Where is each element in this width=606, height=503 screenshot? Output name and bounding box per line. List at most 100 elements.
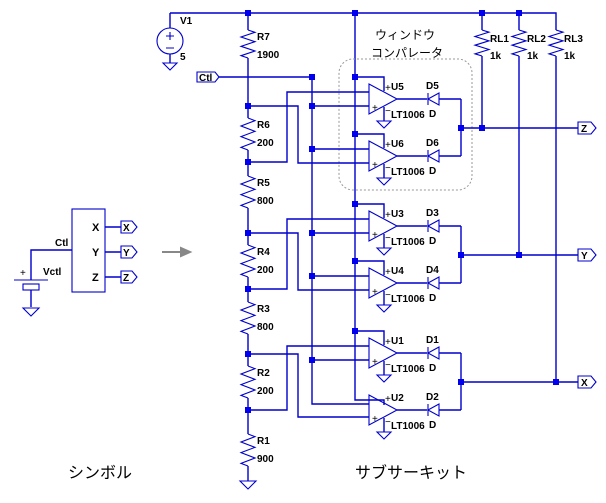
junction-dot — [553, 379, 559, 385]
svg-text:D4: D4 — [426, 265, 439, 276]
svg-text:LT1006: LT1006 — [391, 167, 425, 178]
diode-d3[interactable]: D3D — [397, 208, 461, 247]
output-port-x[interactable]: X — [577, 375, 597, 389]
symbol-port-z[interactable]: Z — [120, 270, 138, 284]
diode-d5[interactable]: D5D — [397, 81, 461, 120]
junction-dot — [458, 252, 464, 258]
voltage-source-v1[interactable] — [156, 13, 184, 71]
junction-dot — [245, 10, 251, 16]
junction-dot — [309, 103, 315, 109]
svg-text:−: − — [385, 233, 391, 244]
svg-text:+: + — [372, 287, 378, 298]
ground-icon — [161, 62, 179, 71]
diode-d6[interactable]: D6D — [397, 138, 461, 177]
ground-icon — [21, 307, 41, 317]
svg-text:+: + — [372, 160, 378, 171]
resistor-r5[interactable]: R5 800 — [239, 175, 274, 209]
junction-dot — [352, 131, 358, 137]
svg-text:X: X — [581, 378, 588, 389]
resistor-r6[interactable]: R6 200 — [239, 117, 274, 151]
svg-text:+: + — [385, 83, 391, 94]
svg-text:−: − — [385, 163, 391, 174]
v1-label: V1 — [180, 16, 193, 27]
junction-dot — [245, 159, 251, 165]
svg-text:LT1006: LT1006 — [391, 110, 425, 121]
svg-text:D6: D6 — [426, 138, 439, 149]
junction-dot — [309, 146, 315, 152]
svg-text:−: − — [385, 360, 391, 371]
svg-text:Ctl: Ctl — [199, 73, 213, 84]
junction-dot — [479, 125, 485, 131]
resistor-value: 200 — [257, 386, 274, 397]
symbol-pin-x: X — [92, 222, 100, 234]
svg-text:D5: D5 — [426, 81, 439, 92]
svg-text:U3: U3 — [391, 209, 404, 220]
svg-text:Y: Y — [581, 251, 588, 262]
svg-text:U5: U5 — [391, 82, 404, 93]
svg-text:D: D — [429, 166, 436, 177]
diode-d1[interactable]: D1D — [397, 335, 461, 374]
symbol-block[interactable] — [71, 208, 106, 293]
svg-text:+: + — [372, 357, 378, 368]
svg-text:+: + — [385, 394, 391, 405]
symbol-view: X Y Z X Y Z Ctl + Vctl シンボル — [14, 208, 138, 482]
junction-dot — [352, 328, 358, 334]
diode-d2[interactable]: D2D — [397, 392, 461, 431]
output-port-z[interactable]: Z — [577, 121, 597, 135]
symbol-caption: シンボル — [68, 463, 132, 482]
resistor-r2[interactable]: R2 200 — [239, 365, 274, 399]
resistor-name: R2 — [257, 368, 270, 379]
symbol-pin-z: Z — [92, 272, 99, 284]
junction-dot — [245, 103, 251, 109]
junction-dot — [309, 230, 315, 236]
ground-icon — [375, 431, 393, 440]
resistor-value: 800 — [257, 196, 274, 207]
junction-dot — [352, 74, 358, 80]
resistor-value: 200 — [257, 138, 274, 149]
ground-icon — [375, 120, 393, 129]
svg-text:+: + — [385, 140, 391, 151]
battery-icon[interactable]: + — [14, 268, 48, 307]
junction-dot — [245, 230, 251, 236]
svg-text:RL3: RL3 — [564, 34, 583, 45]
svg-text:Y: Y — [123, 248, 130, 259]
symbol-port-x[interactable]: X — [120, 220, 138, 234]
junction-dot — [245, 407, 251, 413]
resistor-name: R5 — [257, 178, 270, 189]
resistor-name: R1 — [257, 436, 270, 447]
resistor-value: 200 — [257, 265, 274, 276]
resistor-name: R7 — [257, 32, 270, 43]
symbol-port-y[interactable]: Y — [120, 245, 138, 259]
ctl-input-port[interactable]: Ctl — [196, 71, 220, 84]
junction-dot — [245, 286, 251, 292]
resistor-name: R6 — [257, 120, 270, 131]
ground-icon — [375, 374, 393, 383]
window-comparator-box — [338, 58, 473, 191]
svg-text:+: + — [372, 230, 378, 241]
svg-text:X: X — [123, 223, 130, 234]
svg-text:D: D — [429, 236, 436, 247]
output-port-y[interactable]: Y — [577, 248, 597, 262]
junction-dot — [309, 273, 315, 279]
svg-text:1k: 1k — [490, 51, 502, 62]
diode-d4[interactable]: D4D — [397, 265, 461, 304]
svg-text:LT1006: LT1006 — [391, 364, 425, 375]
junction-dot — [458, 125, 464, 131]
symbol-ctl-label: Ctl — [55, 238, 69, 249]
window-comparator-caption: ウィンドウ — [375, 28, 435, 42]
svg-text:D1: D1 — [426, 335, 439, 346]
resistor-value: 800 — [257, 322, 274, 333]
